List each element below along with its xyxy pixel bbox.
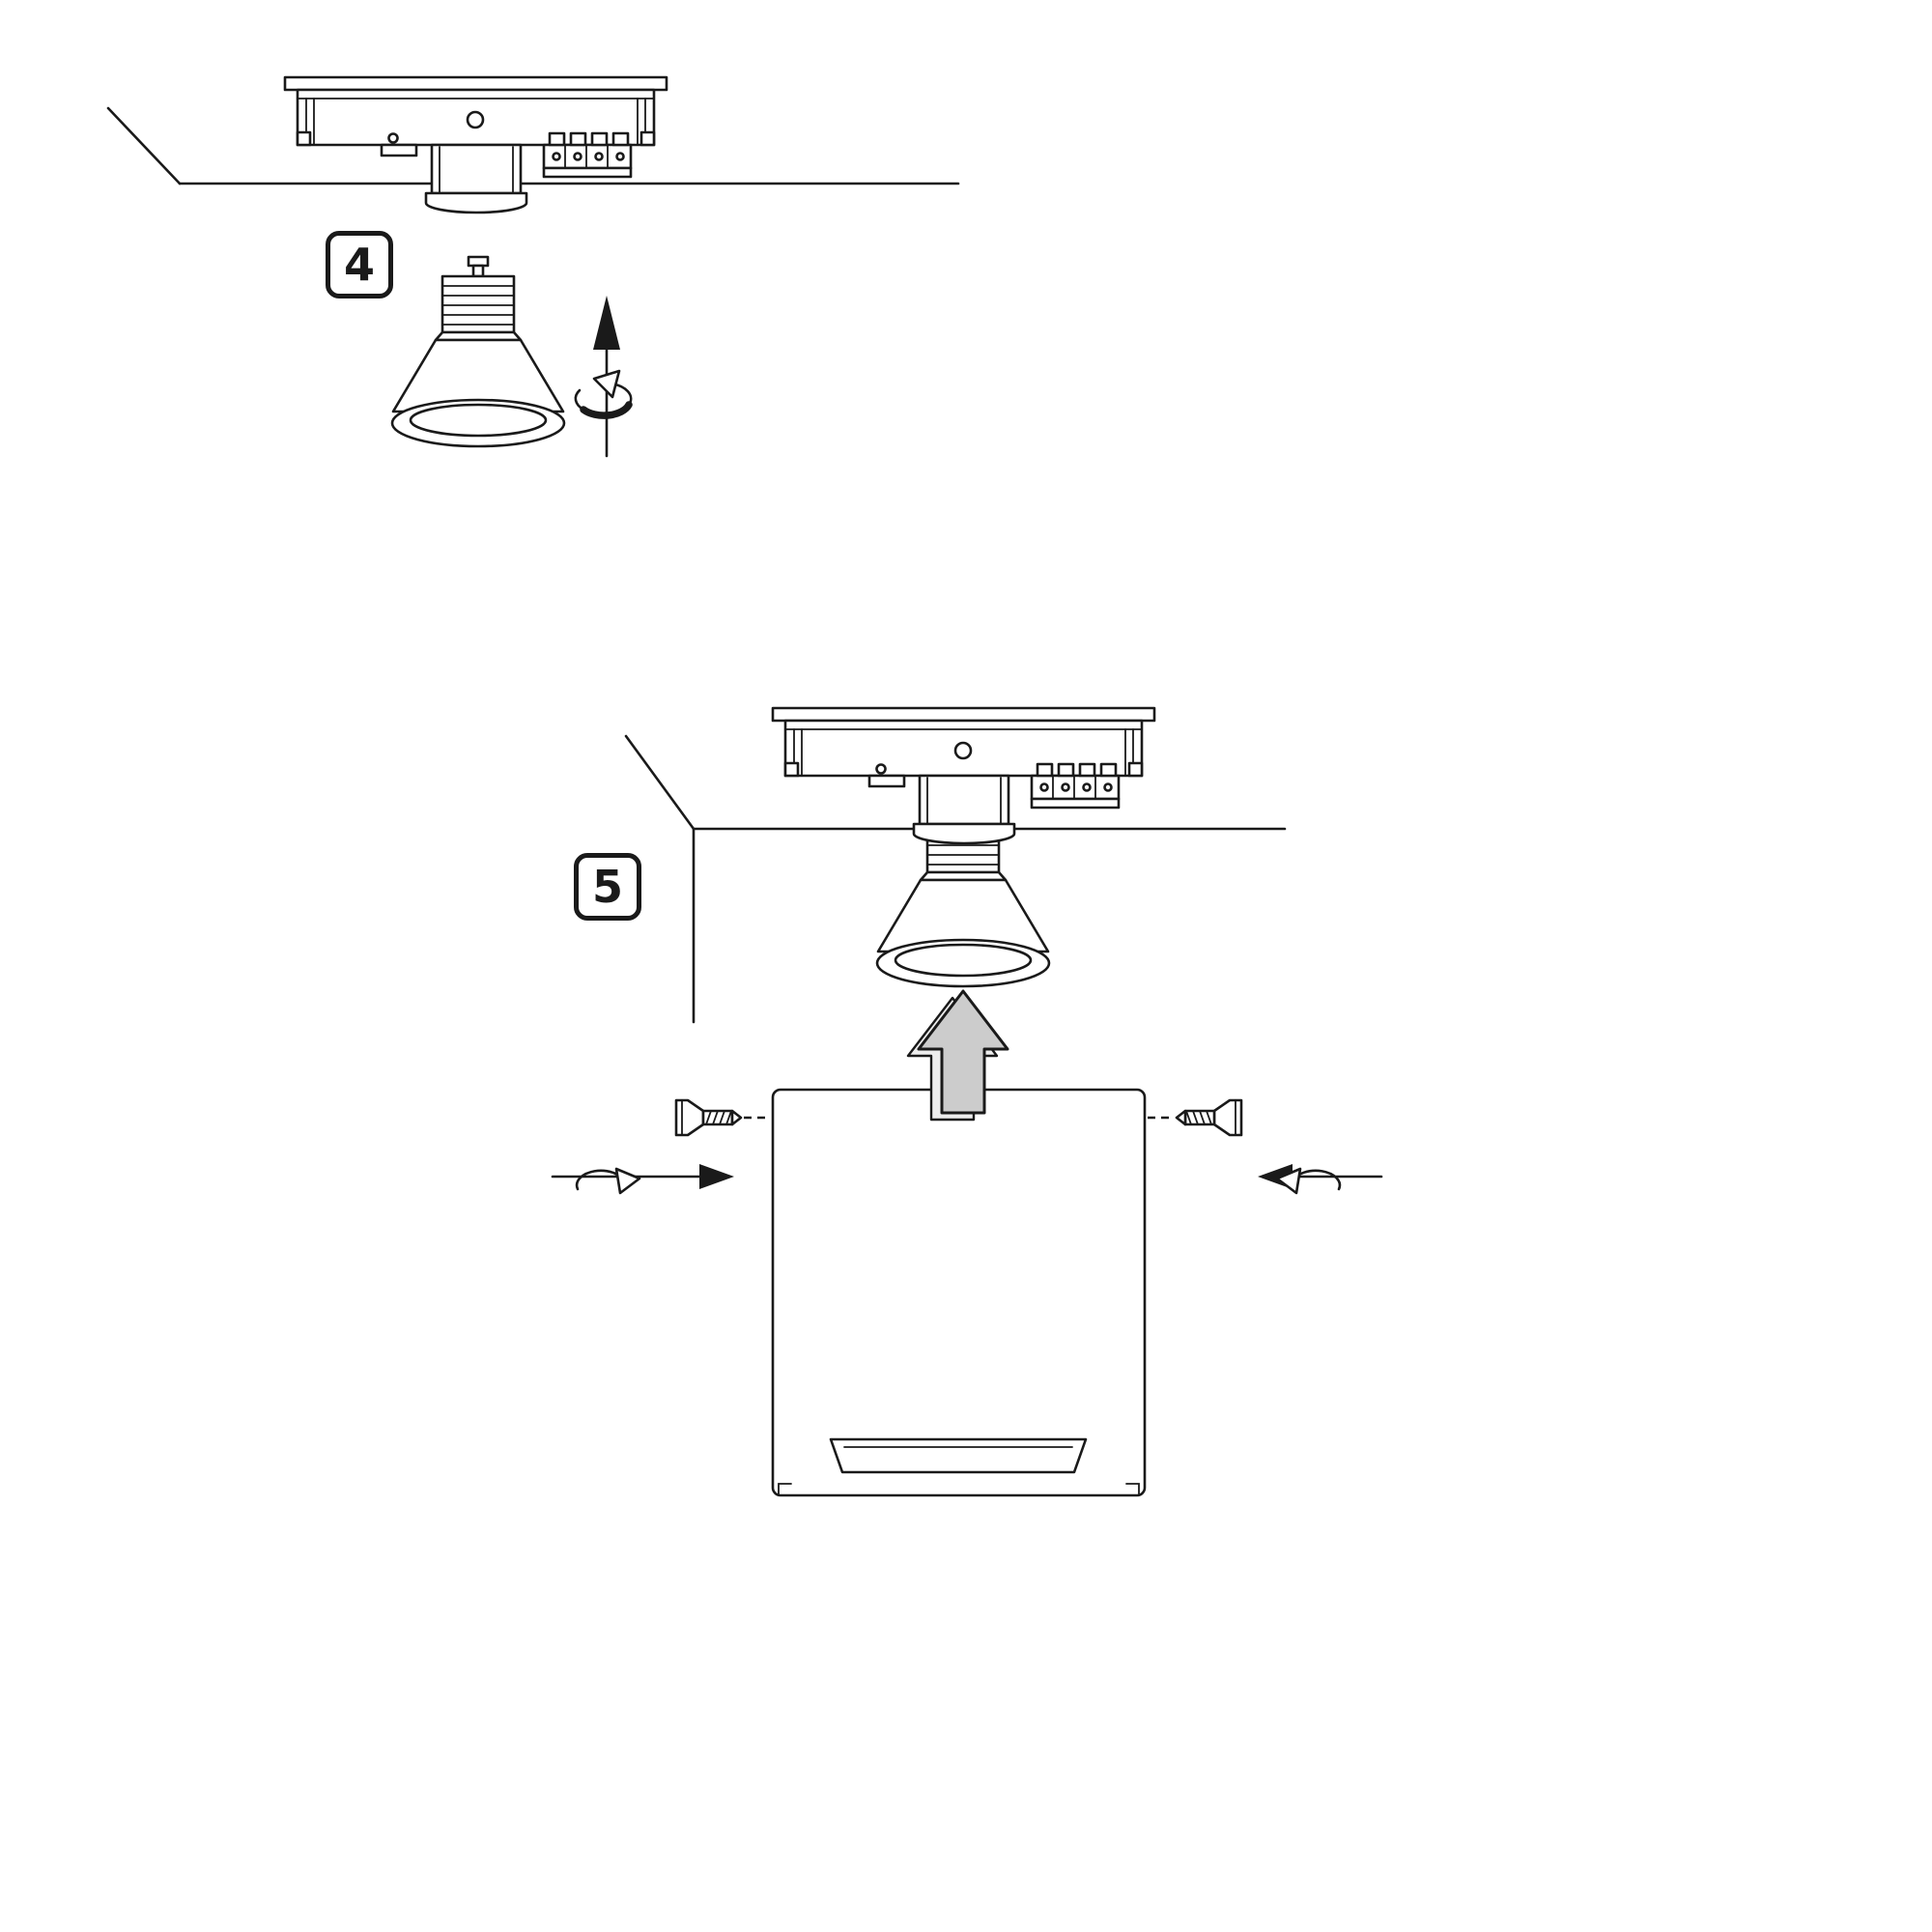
screw-rotation-arrow-left [575,1167,641,1195]
step-4-number: 4 [343,239,375,291]
insert-up-arrow [593,296,620,458]
step-4-illustration [106,75,960,458]
step-5-illustration [551,706,1383,1497]
left-screw [674,1098,771,1137]
step-5-number: 5 [591,861,623,913]
twist-rotation-arrow [574,369,633,419]
gu10-bulb-step4 [390,255,566,448]
fixture-base-step5 [771,706,1156,845]
step-4-badge: 4 [326,231,393,298]
step-5-badge: 5 [574,853,641,921]
screw-rotation-arrow-right [1275,1167,1342,1195]
push-up-arrow [906,989,1009,1122]
right-screw [1148,1098,1243,1137]
fixture-base-step4 [283,75,668,214]
shade-box [771,1088,1147,1497]
screw-in-arrow-right [1258,1164,1383,1189]
ceiling-corner-step4 [106,106,960,185]
